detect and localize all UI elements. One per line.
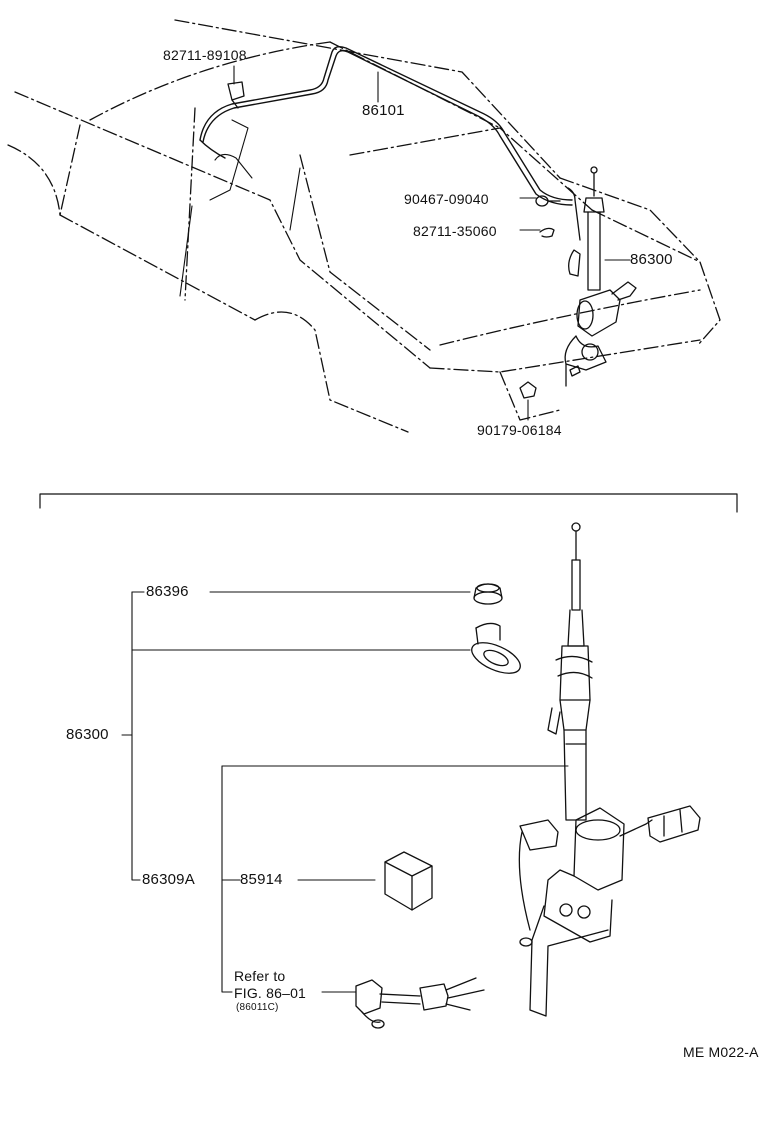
clamp-82711-35060 xyxy=(539,227,555,238)
clip-82711-89108 xyxy=(227,81,245,109)
part-wire-harness xyxy=(355,977,485,1029)
label-90467-09040: 90467-09040 xyxy=(404,191,489,207)
antenna-assembly-small xyxy=(564,166,637,387)
car-body-outline xyxy=(7,19,721,433)
cord-86101 xyxy=(199,45,573,206)
part-85914-relay xyxy=(384,851,433,911)
label-82711-89108: 82711-89108 xyxy=(163,47,247,63)
label-85914: 85914 xyxy=(240,871,283,888)
label-90179-06184: 90179-06184 xyxy=(477,422,562,438)
part-bezel xyxy=(471,622,521,674)
leaders-bottom xyxy=(121,591,569,993)
leaders-top xyxy=(233,65,631,421)
label-fig-ref: FIG. 86–01 xyxy=(234,985,307,1001)
label-86101: 86101 xyxy=(362,102,405,119)
label-86396: 86396 xyxy=(146,583,189,600)
part-86396-nut xyxy=(473,583,503,605)
nut-90179-06184 xyxy=(519,381,537,399)
label-82711-35060: 82711-35060 xyxy=(413,223,497,239)
part-motor-antenna xyxy=(518,522,701,1017)
grommet-90467-09040 xyxy=(535,195,561,207)
label-fig-sub: (86011C) xyxy=(236,1002,279,1013)
section-bracket xyxy=(39,493,738,513)
label-refer-to: Refer to xyxy=(234,968,286,984)
label-86309a: 86309A xyxy=(142,871,195,888)
car-details xyxy=(179,119,301,297)
label-86300-top: 86300 xyxy=(630,251,673,268)
label-86300-left: 86300 xyxy=(66,726,109,743)
diagram-code: ME M022-A xyxy=(683,1044,759,1060)
